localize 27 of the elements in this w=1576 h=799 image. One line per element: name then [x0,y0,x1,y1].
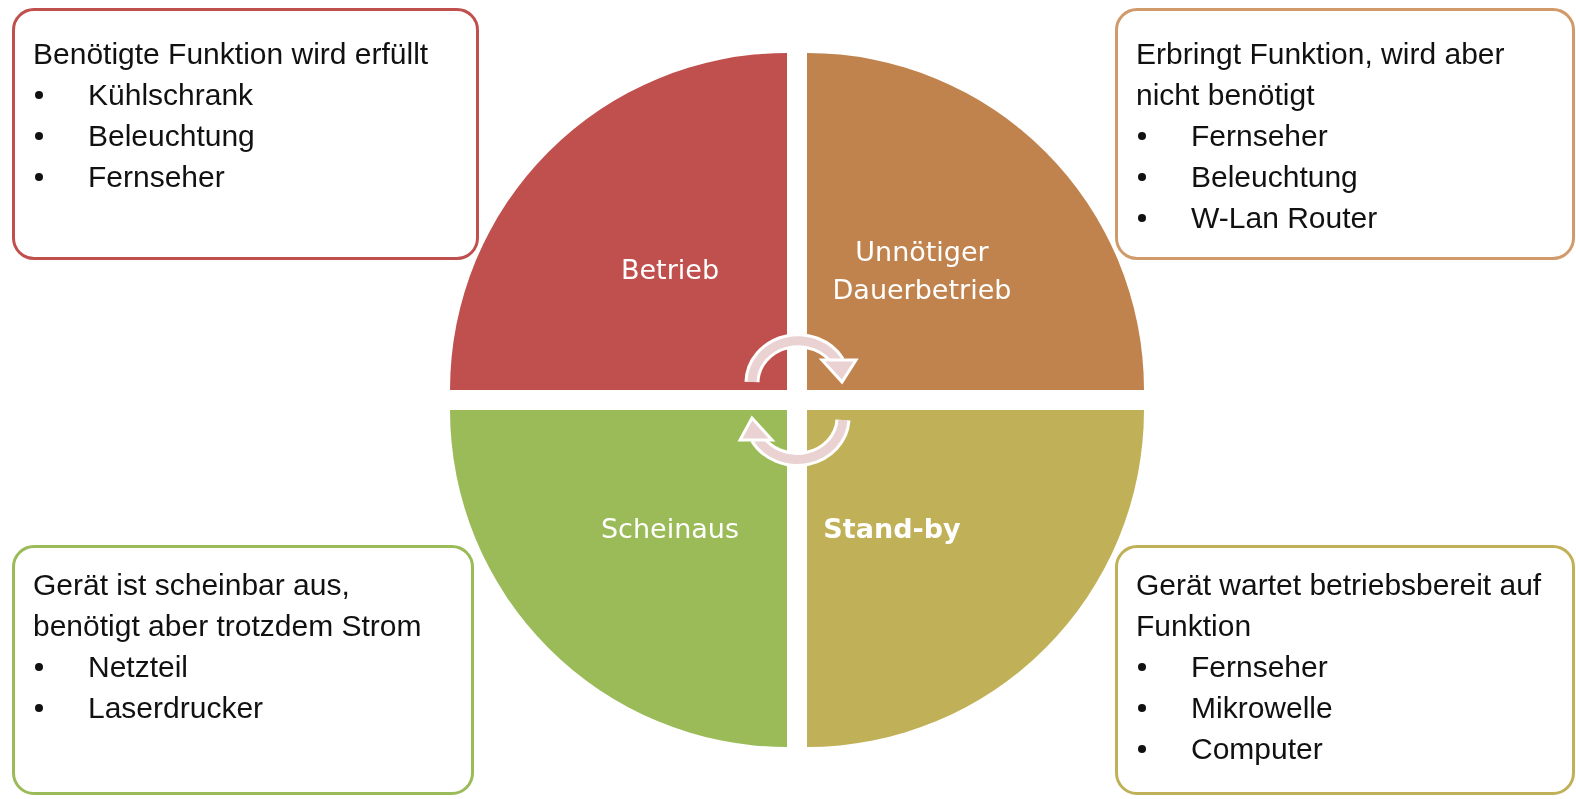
description-text: Gerät wartet betriebsbereit auf Funktion [1136,567,1543,644]
description-text: Benötigte Funktion wird erfüllt [33,36,430,72]
list-item: W-Lan Router [1191,201,1378,234]
list-item: Beleuchtung [88,119,255,152]
curved-arrow [737,415,851,467]
curved-arrow [744,333,859,385]
segment-label: Stand-by [822,512,962,546]
description-box [12,545,474,795]
list-item: Beleuchtung [1191,160,1358,193]
segment-label: Betrieb [619,253,721,287]
list-item: Mikrowelle [1191,691,1333,724]
circle-segment [450,410,787,747]
circle-segment [450,53,787,390]
description-box [1115,8,1575,260]
list-item: Computer [1191,732,1323,765]
list-item: Laserdrucker [88,691,264,724]
list-item: Kühlschrank [88,78,254,111]
list-item: Fernseher [1191,650,1328,683]
list-item: Fernseher [88,160,225,193]
description-text: Gerät ist scheinbar aus, benötigt aber trotzdem Strom [33,567,423,644]
segment-label: Unnötiger Dauerbetrieb [831,235,1013,307]
description-text: Erbringt Funktion, wird aber nicht benötigt [1136,36,1506,113]
list-item: Netzteil [88,650,189,683]
description-box [1115,545,1575,795]
segment-label: Scheinaus [599,512,740,546]
description-box [12,8,479,260]
list-item: Fernseher [1191,119,1328,152]
